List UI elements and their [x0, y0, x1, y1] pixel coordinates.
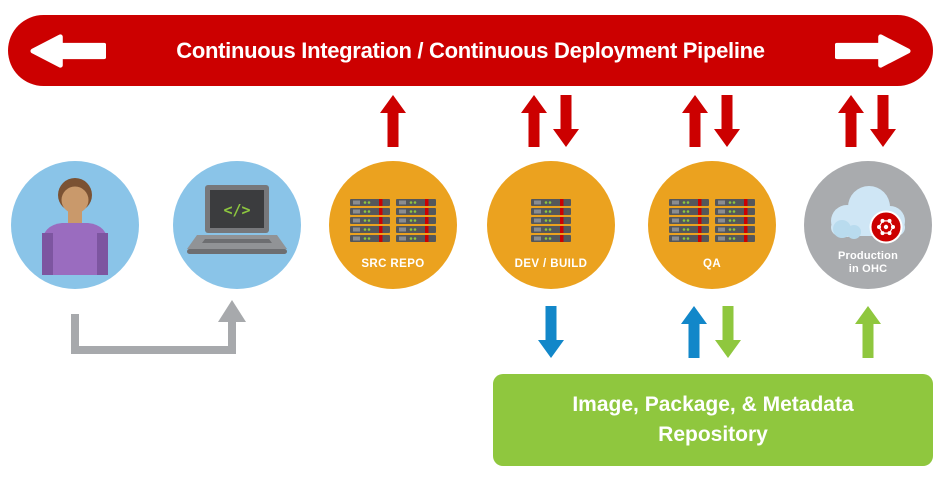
node-workstation: </>	[173, 161, 301, 289]
repository-to-production-up-arrow-icon	[855, 306, 881, 358]
qa-bottom-up-arrow-icon	[681, 306, 707, 358]
repository-box: Image, Package, & Metadata Repository	[493, 374, 933, 466]
right-arrow-icon	[835, 33, 911, 68]
node-developer	[11, 161, 139, 289]
server-stack-icon	[350, 199, 436, 242]
node-label: QA	[702, 258, 722, 270]
cloud-icon	[831, 186, 905, 244]
production-label-line1: Production	[837, 250, 899, 262]
dev-build-down-arrow-icon	[553, 95, 579, 147]
server-stack-icon	[531, 199, 571, 242]
pipeline-title: Continuous Integration / Continuous Depl…	[176, 37, 765, 63]
production-up-arrow-icon	[838, 95, 864, 147]
pipeline-banner: Continuous Integration / Continuous Depl…	[8, 15, 933, 86]
developer-to-workstation-arrow	[71, 300, 246, 354]
qa-up-arrow-icon	[682, 95, 708, 147]
dev-build-to-repository-down-arrow-icon	[538, 306, 564, 358]
repository-box-line1: Image, Package, & Metadata	[572, 393, 854, 416]
production-label-line2: in OHC	[848, 263, 888, 275]
qa-down-arrow-icon	[714, 95, 740, 147]
server-stack-icon	[669, 199, 755, 242]
openshift-logo-icon	[869, 210, 903, 244]
src-repo-up-arrow-icon	[380, 95, 406, 147]
code-glyph: </>	[223, 201, 250, 219]
node-qa: QA	[648, 161, 776, 289]
laptop-icon: </>	[187, 185, 287, 254]
node-dev-build: DEV / BUILD	[487, 161, 615, 289]
node-src-repo: SRC REPO	[329, 161, 457, 289]
qa-bottom-down-arrow-icon	[715, 306, 741, 358]
node-production: Production in OHC	[804, 161, 932, 289]
production-down-arrow-icon	[870, 95, 896, 147]
repository-box-line2: Repository	[658, 423, 768, 446]
person-icon	[42, 178, 108, 275]
node-label: DEV / BUILD	[514, 258, 588, 270]
node-label: SRC REPO	[361, 258, 425, 270]
dev-build-up-arrow-icon	[521, 95, 547, 147]
left-arrow-icon	[30, 33, 106, 68]
production-label: Production in OHC	[804, 250, 932, 276]
